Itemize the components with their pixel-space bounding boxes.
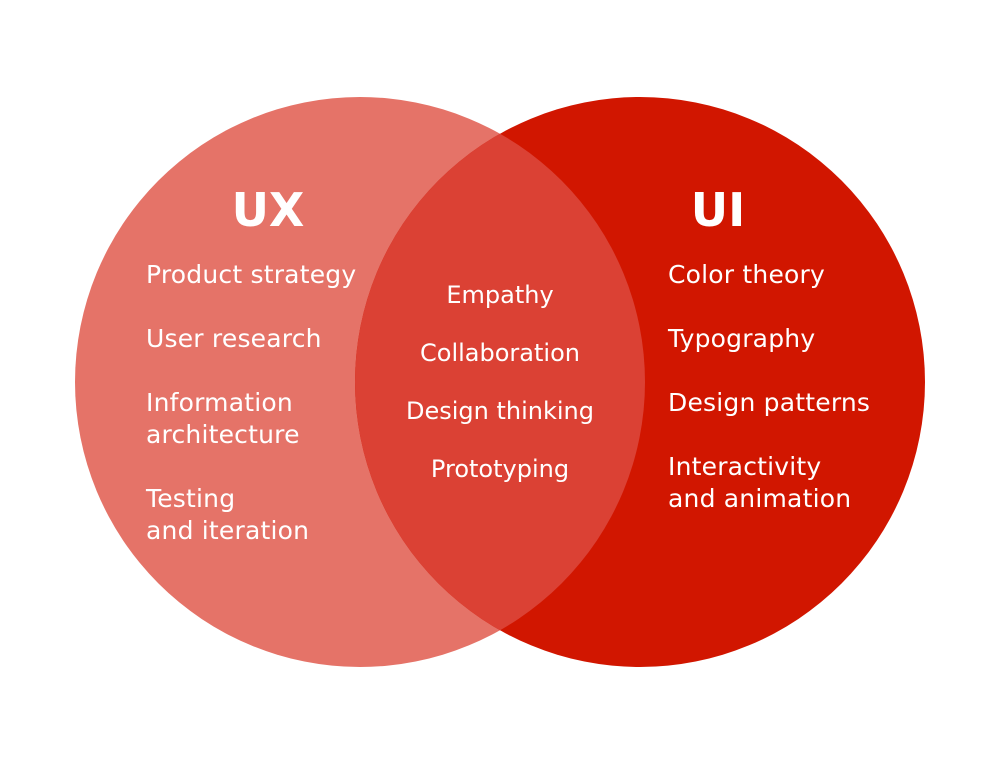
ux-item-architecture: architecture [146, 420, 300, 449]
shared-item-empathy: Empathy [446, 281, 554, 309]
shared-item-design-thinking: Design thinking [405, 397, 594, 425]
ux-item-product-strategy: Product strategy [146, 260, 357, 289]
ux-item-user-research: User research [146, 324, 322, 353]
ui-heading: UI [690, 183, 746, 237]
ui-item-color-theory: Color theory [668, 260, 826, 289]
overlap-area [355, 97, 645, 667]
ux-item-and-iteration: and iteration [146, 516, 310, 545]
ui-item-design-patterns: Design patterns [668, 388, 871, 417]
ux-item-testing: Testing [146, 484, 236, 513]
ux-heading: UX [231, 183, 305, 237]
ui-item-typography: Typography [668, 324, 816, 353]
ui-item-and-animation: and animation [668, 484, 852, 513]
ui-item-interactivity: Interactivity [668, 452, 822, 481]
shared-item-collaboration: Collaboration [420, 339, 580, 367]
ux-item-information: Information [146, 388, 293, 417]
shared-item-prototyping: Prototyping [430, 455, 570, 483]
